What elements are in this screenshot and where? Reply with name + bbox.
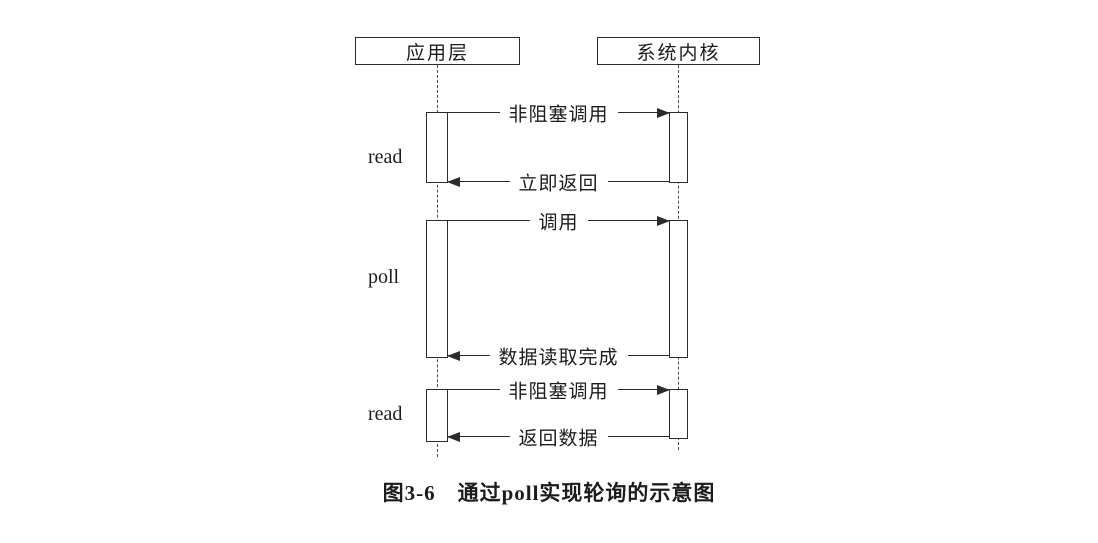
lifeline-header-application-layer: 应用层: [355, 37, 520, 65]
activation-kernel-2: [669, 220, 688, 358]
activation-app-poll: [426, 220, 448, 358]
message-label: 数据读取完成: [489, 342, 628, 370]
figure-caption: 图3-6 通过poll实现轮询的示意图: [382, 481, 716, 505]
phase-label-read-1: read: [368, 146, 403, 168]
phase-label-read-2: read: [368, 403, 403, 425]
lifeline-label: 系统内核: [636, 42, 721, 64]
arrowhead-left-icon: [447, 176, 460, 187]
arrowhead-left-icon: [447, 431, 460, 442]
activation-app-read-2: [426, 389, 448, 442]
arrowhead-right-icon: [657, 215, 670, 226]
message-label: 非阻塞调用: [499, 99, 618, 127]
arrowhead-right-icon: [657, 107, 670, 118]
message-label: 非阻塞调用: [499, 376, 618, 404]
arrowhead-right-icon: [657, 384, 670, 395]
arrowhead-left-icon: [447, 350, 460, 361]
message-label: 调用: [529, 207, 588, 235]
phase-label-poll: poll: [368, 266, 400, 288]
message-label: 立即返回: [509, 168, 608, 196]
message-label: 返回数据: [509, 423, 608, 451]
activation-app-read-1: [426, 112, 448, 183]
activation-kernel-3: [669, 389, 688, 439]
lifeline-label: 应用层: [405, 42, 469, 64]
lifeline-header-system-kernel: 系统内核: [597, 37, 760, 65]
activation-kernel-1: [669, 112, 688, 183]
